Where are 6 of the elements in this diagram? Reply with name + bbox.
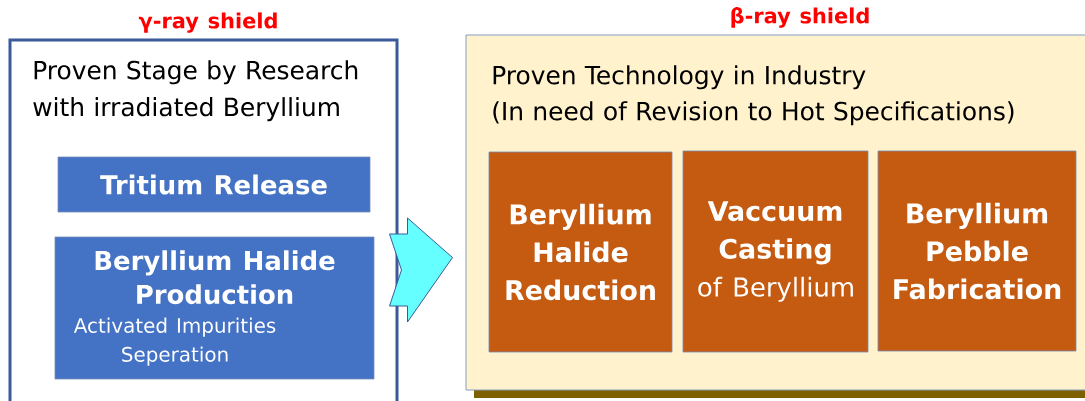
panel-heading: β-ray shield: [731, 7, 869, 28]
process-box: Tritium Release: [57, 156, 371, 213]
process-box: Beryllium Halide Production Activated Impurities Seperation: [54, 236, 375, 380]
block-arrow: [389, 217, 453, 323]
panel-title: Proven Stage by Research with irradiated Beryllium: [33, 60, 358, 122]
panel-heading: γ-ray shield: [138, 12, 277, 33]
